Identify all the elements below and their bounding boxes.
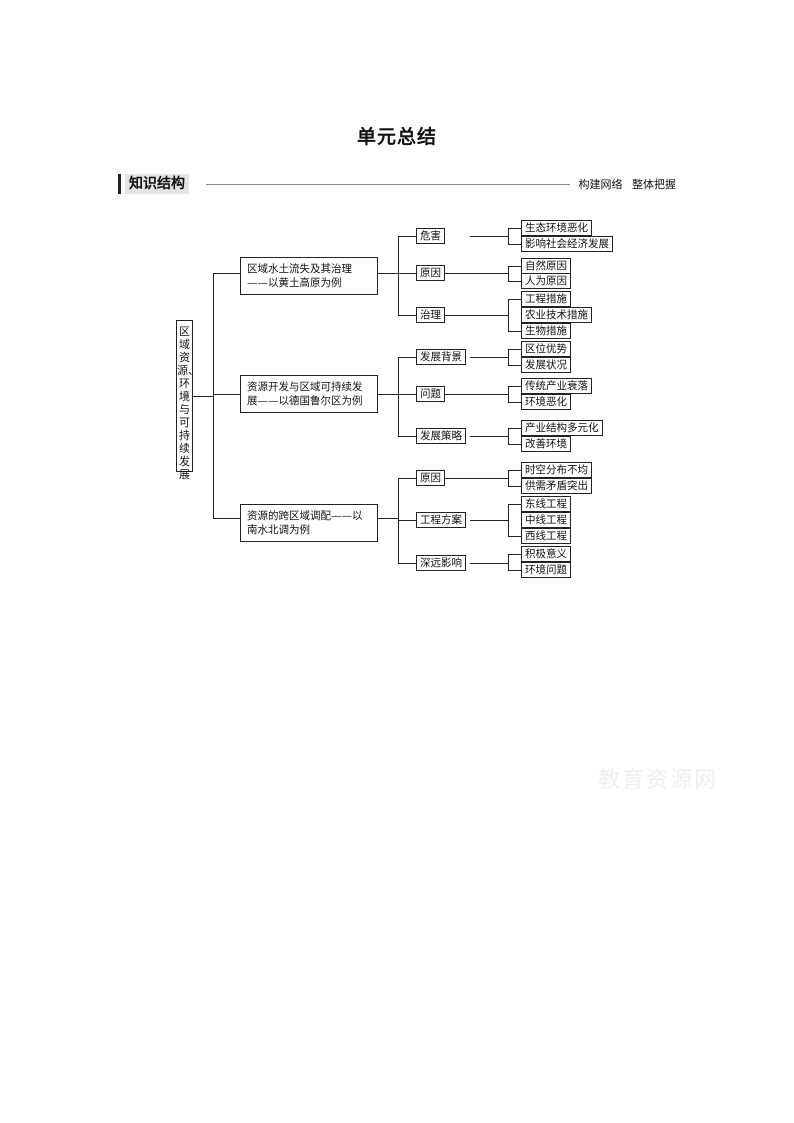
leaf-node: 改善环境 — [521, 436, 571, 452]
leaf-node: 产业结构多元化 — [521, 420, 603, 436]
sub-node: 原因 — [416, 470, 445, 486]
connector — [398, 520, 416, 521]
leaf-node: 生物措施 — [521, 323, 571, 339]
watermark: 教育资源网 — [598, 768, 719, 793]
connector — [470, 236, 508, 237]
connector — [213, 273, 214, 518]
leaf-node: 东线工程 — [521, 496, 571, 512]
section-title: 知识结构 — [125, 174, 189, 194]
connector — [508, 331, 521, 332]
connector — [398, 273, 416, 274]
connector — [508, 486, 521, 487]
connector — [508, 428, 509, 444]
sub-node: 发展背景 — [416, 349, 466, 365]
connector — [398, 436, 416, 437]
connector — [508, 266, 521, 267]
connector — [508, 554, 509, 570]
connector — [378, 273, 398, 274]
connector — [508, 504, 509, 536]
leaf-node: 环境恶化 — [521, 394, 571, 410]
connector — [470, 563, 508, 564]
leaf-node: 环境问题 — [521, 562, 571, 578]
connector — [398, 563, 416, 564]
connector — [508, 349, 521, 350]
leaf-node: 人为原因 — [521, 273, 571, 289]
sub-node: 原因 — [416, 265, 445, 281]
sub-node: 发展策略 — [416, 428, 466, 444]
connector — [444, 394, 508, 395]
page-title: 单元总结 — [356, 126, 437, 148]
connector — [508, 428, 521, 429]
connector — [508, 402, 521, 403]
connector — [508, 470, 509, 486]
leaf-node: 影响社会经济发展 — [521, 236, 613, 252]
sub-node: 深远影响 — [416, 555, 466, 571]
connector — [470, 520, 508, 521]
connector — [398, 478, 416, 479]
connector — [398, 315, 416, 316]
connector — [508, 554, 521, 555]
sub-node: 问题 — [416, 386, 445, 402]
connector — [470, 436, 508, 437]
section-tag: 构建网络 — [578, 178, 623, 191]
connector — [508, 299, 521, 300]
connector — [508, 444, 521, 445]
diagram-root-node: 区域资源、环境与可持续发展 — [176, 320, 199, 481]
connector — [508, 470, 521, 471]
connector — [508, 228, 509, 244]
connector — [508, 266, 509, 281]
connector — [508, 244, 521, 245]
connector — [508, 536, 521, 537]
leaf-node: 区位优势 — [521, 341, 571, 357]
connector — [508, 386, 509, 402]
connector — [508, 365, 521, 366]
connector — [508, 504, 521, 505]
connector — [444, 315, 508, 316]
leaf-node: 发展状况 — [521, 357, 571, 373]
section-marker — [118, 174, 121, 194]
leaf-node: 西线工程 — [521, 528, 571, 544]
connector — [508, 299, 509, 331]
connector — [398, 236, 399, 315]
sub-node: 危害 — [416, 228, 445, 244]
leaf-node: 工程措施 — [521, 291, 571, 307]
leaf-node: 中线工程 — [521, 512, 571, 528]
leaf-node: 农业技术措施 — [521, 307, 592, 323]
connector — [398, 394, 416, 395]
leaf-node: 积极意义 — [521, 546, 571, 562]
branch-node: 区域水土流失及其治理——以黄土高原为例 — [240, 257, 378, 295]
connector — [508, 386, 521, 387]
leaf-node: 传统产业衰落 — [521, 378, 592, 394]
connector — [213, 273, 240, 274]
connector — [470, 357, 508, 358]
connector — [508, 281, 521, 282]
connector — [378, 518, 398, 519]
connector — [508, 570, 521, 571]
branch-node: 资源开发与区域可持续发展——以德国鲁尔区为例 — [240, 375, 378, 413]
sub-node: 治理 — [416, 307, 445, 323]
connector — [508, 349, 509, 365]
connector — [444, 273, 508, 274]
sub-node: 工程方案 — [416, 512, 466, 528]
branch-node: 资源的跨区域调配——以南水北调为例 — [240, 504, 378, 542]
leaf-node: 时空分布不均 — [521, 462, 592, 478]
section-divider — [206, 184, 570, 185]
connector — [398, 357, 416, 358]
leaf-node: 生态环境恶化 — [521, 220, 592, 236]
connector — [213, 518, 240, 519]
section-tags: 构建网络 整体把握 — [573, 176, 677, 192]
leaf-node: 供需矛盾突出 — [521, 478, 592, 494]
connector — [444, 478, 508, 479]
connector — [213, 394, 240, 395]
connector — [508, 228, 521, 229]
connector — [398, 357, 399, 436]
connector — [193, 396, 213, 397]
connector — [398, 236, 416, 237]
leaf-node: 自然原因 — [521, 258, 571, 274]
connector — [378, 394, 398, 395]
section-tag: 整体把握 — [632, 178, 676, 191]
